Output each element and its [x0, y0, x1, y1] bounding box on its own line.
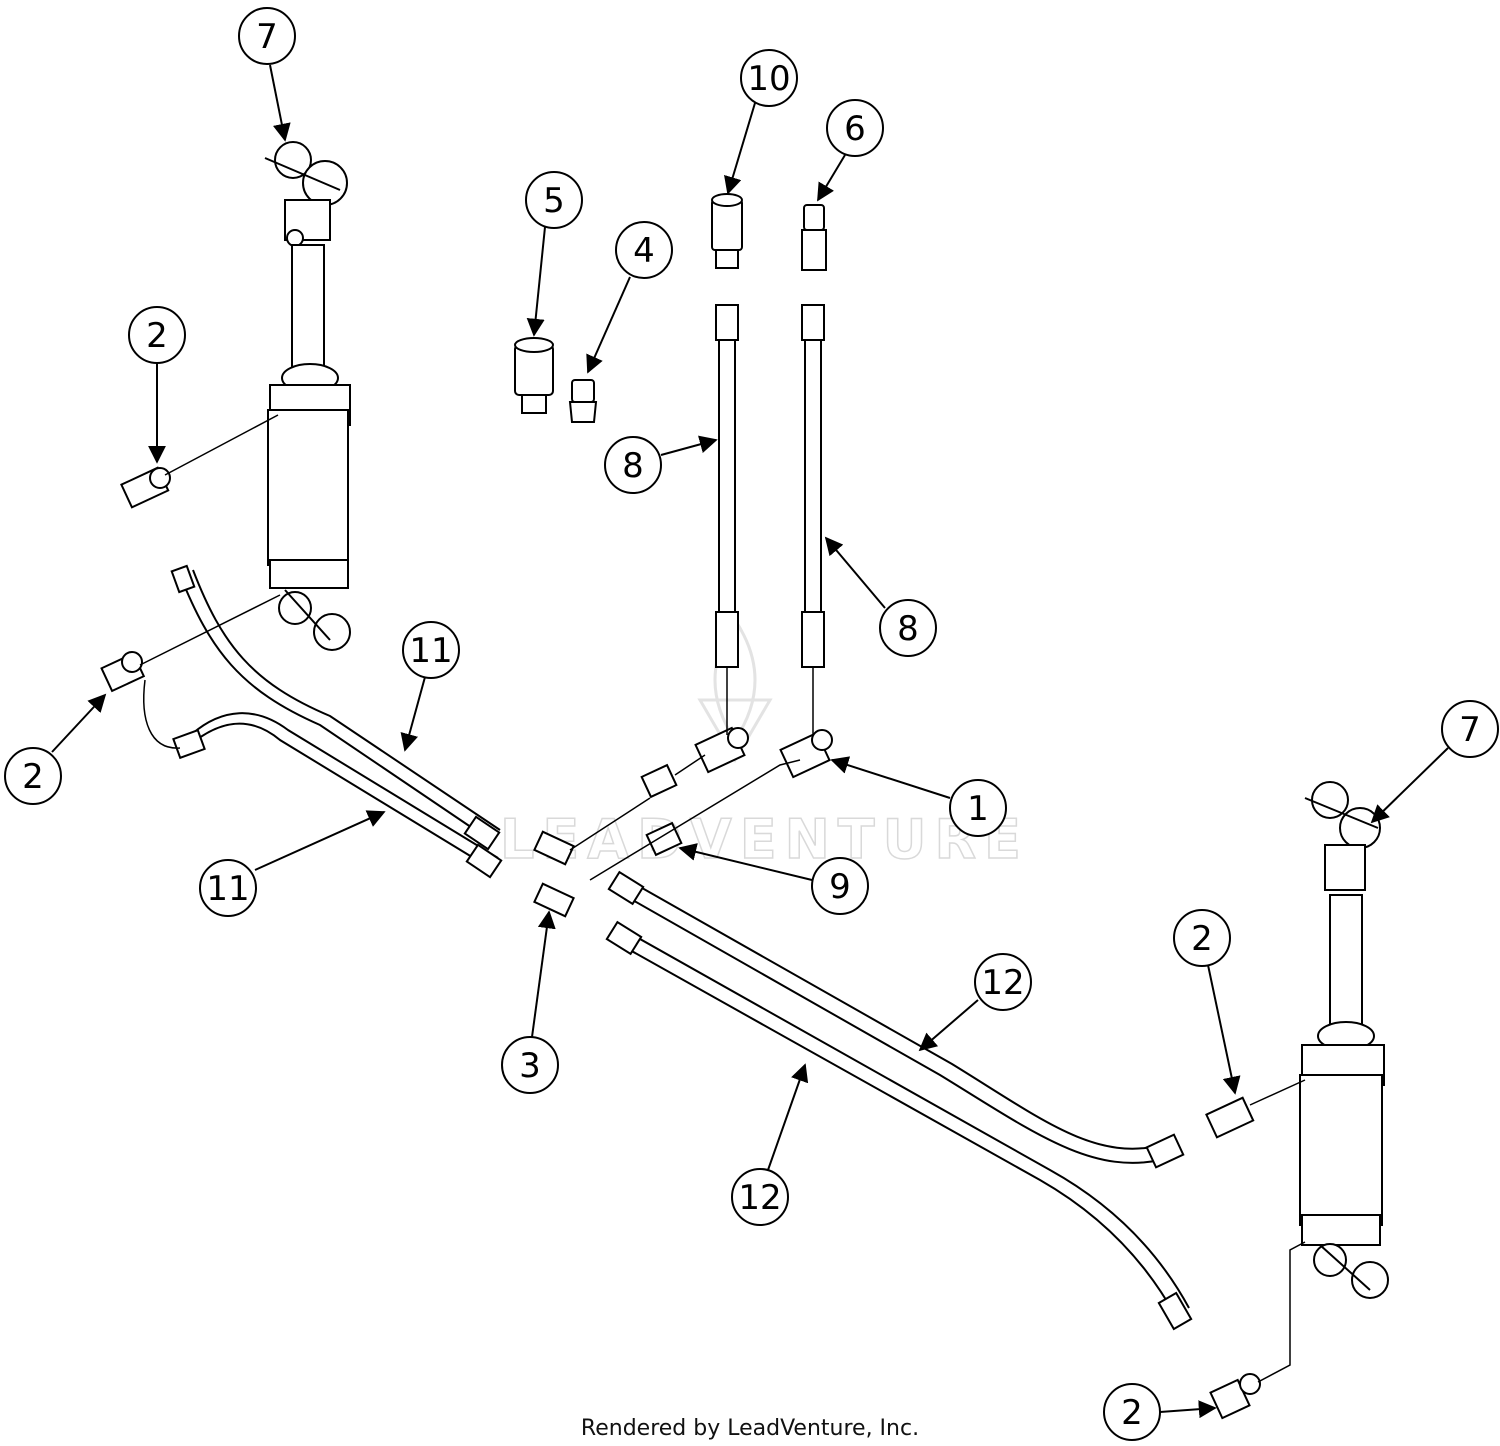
- callout-11-upper: 11: [400, 621, 460, 752]
- svg-text:5: 5: [543, 181, 565, 221]
- callout-4: 4: [586, 221, 673, 374]
- svg-text:12: 12: [738, 1178, 781, 1218]
- svg-text:1: 1: [967, 789, 989, 829]
- callout-10: 10: [724, 49, 798, 195]
- footer-credit: Rendered by LeadVenture, Inc.: [581, 1416, 919, 1441]
- callout-7-right: 7: [1370, 700, 1499, 824]
- callout-12-lower: 12: [731, 1063, 809, 1226]
- callout-3: 3: [501, 910, 559, 1094]
- hoses: [170, 304, 1193, 1331]
- callout-2-upper-left: 2: [128, 306, 186, 464]
- watermark-text: LEADVENTURE: [500, 808, 1029, 871]
- watermark: LEADVENTURE: [499, 617, 1029, 872]
- hose-12-upper: [607, 870, 1185, 1169]
- svg-text:8: 8: [622, 446, 644, 486]
- hose-8-left: [715, 304, 739, 668]
- adapter-4: [571, 379, 595, 403]
- svg-text:7: 7: [256, 17, 278, 57]
- svg-text:2: 2: [1121, 1393, 1143, 1433]
- svg-text:12: 12: [981, 963, 1024, 1003]
- connection-lines: [139, 414, 1306, 1383]
- coupler-10: [711, 199, 743, 251]
- callout-11-lower: 11: [199, 810, 386, 917]
- callout-8-left: 8: [604, 435, 718, 494]
- callout-8-right: 8: [824, 536, 937, 657]
- svg-text:7: 7: [1459, 710, 1481, 750]
- svg-text:8: 8: [897, 609, 919, 649]
- adapter-6: [803, 204, 825, 231]
- cylinder-left: [264, 141, 351, 651]
- svg-text:11: 11: [409, 631, 452, 671]
- callout-2-bottom: 2: [1103, 1383, 1217, 1441]
- fitting-elbow-2-upper-right: [1205, 1096, 1255, 1139]
- svg-text:6: 6: [844, 109, 866, 149]
- tee-3-lower: [533, 882, 575, 918]
- cylinder-right: [1299, 781, 1389, 1299]
- callout-12-upper: 12: [918, 953, 1032, 1052]
- callout-5: 5: [525, 171, 583, 337]
- adapter-9-lower: [645, 821, 683, 857]
- svg-text:10: 10: [747, 59, 790, 99]
- callout-7-top: 7: [238, 7, 296, 142]
- hose-8-right: [801, 304, 825, 668]
- svg-text:2: 2: [22, 757, 44, 797]
- callouts: 7 10 6 5 4 2: [4, 7, 1499, 1441]
- svg-text:4: 4: [633, 231, 655, 271]
- svg-text:2: 2: [146, 316, 168, 356]
- fittings: [100, 193, 1261, 1420]
- hose-12-lower: [605, 920, 1193, 1331]
- adapter-9-upper: [640, 763, 678, 799]
- callout-2-right-upper: 2: [1173, 909, 1241, 1095]
- svg-text:9: 9: [829, 867, 851, 907]
- callout-1: 1: [830, 756, 1007, 837]
- callout-6: 6: [817, 99, 884, 202]
- callout-9: 9: [678, 843, 869, 915]
- tee-3-upper: [533, 830, 575, 866]
- svg-text:2: 2: [1191, 919, 1213, 959]
- hose-11-upper: [170, 564, 501, 851]
- svg-text:11: 11: [206, 869, 249, 909]
- callout-2-left: 2: [4, 693, 107, 805]
- svg-text:3: 3: [519, 1046, 541, 1086]
